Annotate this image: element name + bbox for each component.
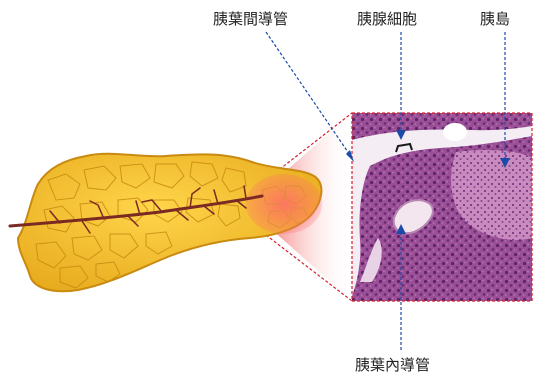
label-intralobular-duct: 胰葉內導管 [355,358,430,373]
label-acinar-cell: 胰腺細胞 [357,12,417,27]
histology-image [352,113,532,301]
label-islet: 胰島 [480,12,510,27]
label-interlobular-duct: 胰葉間導管 [213,12,288,27]
